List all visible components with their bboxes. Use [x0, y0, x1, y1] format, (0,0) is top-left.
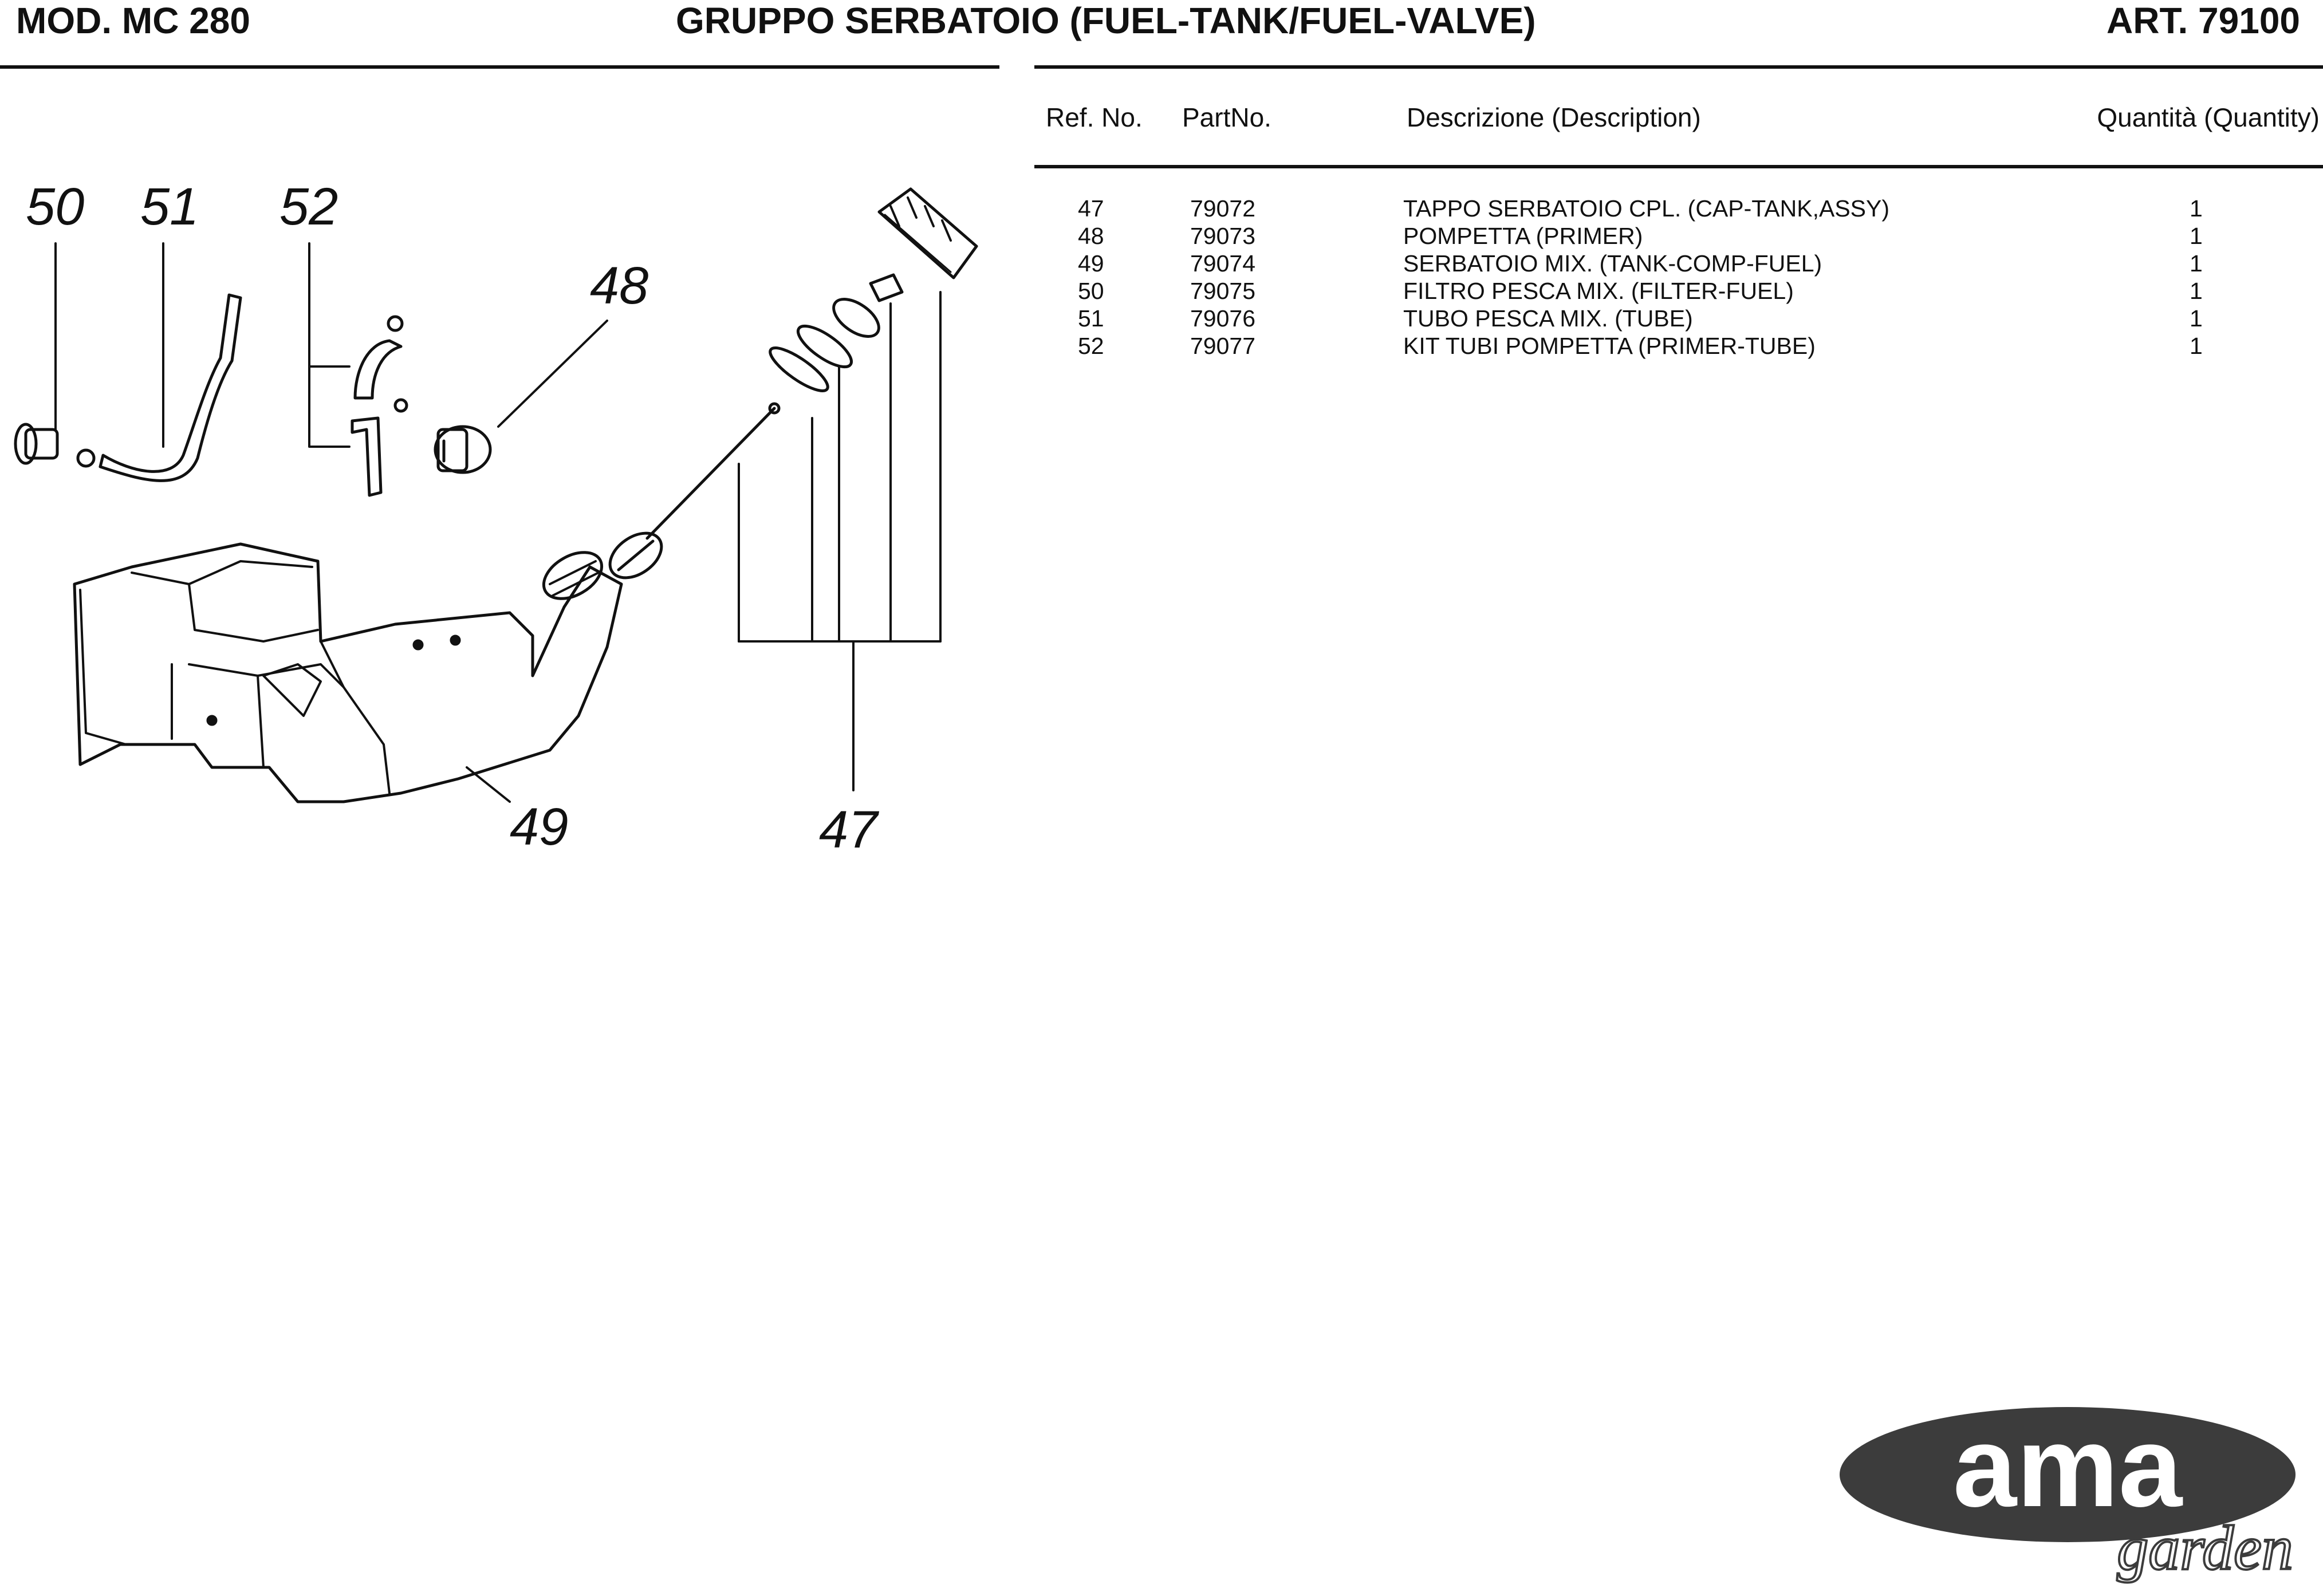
primer-tubes-part	[351, 315, 408, 497]
callout-48: 48	[590, 257, 648, 315]
table-row: 47 79072 TAPPO SERBATOIO CPL. (CAP-TANK,…	[0, 195, 2323, 222]
row-description: TUBO PESCA MIX. (TUBE)	[1403, 305, 1693, 332]
row-description: POMPETTA (PRIMER)	[1403, 223, 1643, 249]
table-row: 52 79077 KIT TUBI POMPETTA (PRIMER-TUBE)…	[0, 332, 2323, 360]
leader-bracket-47	[738, 291, 942, 791]
row-description: SERBATOIO MIX. (TANK-COMP-FUEL)	[1403, 250, 1822, 277]
row-quantity: 1	[2190, 333, 2203, 359]
fuel-tube-part	[99, 293, 242, 482]
row-partno: 79074	[1190, 250, 1256, 277]
exploded-diagram: 50 51 52 48 49 47	[14, 178, 978, 859]
header-divider-right	[1034, 65, 2323, 69]
row-partno: 79073	[1190, 223, 1256, 249]
table-row: 48 79073 POMPETTA (PRIMER) 1	[0, 222, 2323, 250]
column-header-description: Descrizione (Description)	[1407, 103, 1701, 132]
row-quantity: 1	[2190, 250, 2203, 277]
table-row: 51 79076 TUBO PESCA MIX. (TUBE) 1	[0, 305, 2323, 332]
page-title: GRUPPO SERBATOIO (FUEL-TANK/FUEL-VALVE)	[676, 0, 1536, 41]
row-ref: 52	[1078, 333, 1104, 359]
model-label: MOD. MC 280	[16, 0, 250, 41]
row-partno: 79075	[1190, 278, 1256, 304]
row-quantity: 1	[2190, 223, 2203, 249]
leader-line-49	[466, 766, 511, 803]
callout-49: 49	[510, 798, 568, 856]
leader-line-52	[308, 242, 351, 448]
row-partno: 79076	[1190, 305, 1256, 332]
row-description: TAPPO SERBATOIO CPL. (CAP-TANK,ASSY)	[1403, 195, 1890, 222]
row-ref: 48	[1078, 223, 1104, 249]
callout-51: 51	[140, 178, 199, 236]
column-header-quantity: Quantità (Quantity)	[2097, 103, 2320, 132]
primer-bulb-part	[434, 425, 492, 474]
leader-line-48	[497, 320, 608, 428]
fuel-filter-part	[14, 423, 96, 468]
row-description: KIT TUBI POMPETTA (PRIMER-TUBE)	[1403, 333, 1816, 359]
ama-garden-logo: ama garden	[1840, 1403, 2296, 1584]
row-description: FILTRO PESCA MIX. (FILTER-FUEL)	[1403, 278, 1794, 304]
column-header-ref: Ref. No.	[1046, 103, 1143, 132]
column-header-partno: PartNo.	[1182, 103, 1271, 132]
row-ref: 51	[1078, 305, 1104, 332]
row-partno: 79077	[1190, 333, 1256, 359]
row-quantity: 1	[2190, 278, 2203, 304]
fuel-cap-assembly-part	[608, 187, 978, 580]
table-row: 50 79075 FILTRO PESCA MIX. (FILTER-FUEL)…	[0, 277, 2323, 305]
logo-sub: garden	[2117, 1513, 2293, 1583]
callout-50: 50	[26, 178, 84, 236]
fuel-tank-part	[73, 542, 623, 803]
logo-word: ama	[1953, 1403, 2183, 1531]
row-ref: 50	[1078, 278, 1104, 304]
table-row: 49 79074 SERBATOIO MIX. (TANK-COMP-FUEL)…	[0, 250, 2323, 277]
article-label: ART. 79100	[2107, 0, 2300, 41]
row-ref: 47	[1078, 195, 1104, 222]
row-partno: 79072	[1190, 195, 1256, 222]
header-divider-left	[0, 65, 999, 69]
callout-47: 47	[819, 801, 879, 859]
callout-52: 52	[279, 178, 338, 236]
row-quantity: 1	[2190, 195, 2203, 222]
row-quantity: 1	[2190, 305, 2203, 332]
table-header-divider	[1034, 165, 2323, 168]
row-ref: 49	[1078, 250, 1104, 277]
